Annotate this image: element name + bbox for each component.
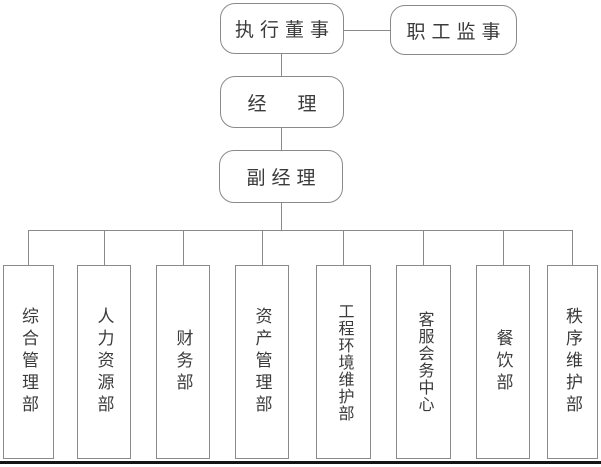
- node-manager: 经 理: [220, 76, 344, 128]
- connector-exec-to-manager: [281, 54, 282, 76]
- node-dept-general-management: 综合管理部: [3, 265, 54, 459]
- node-dept-asset-management: 资产管理部: [235, 265, 289, 459]
- connector-drop-dept-3: [183, 230, 184, 265]
- connector-manager-to-deputy: [281, 128, 282, 150]
- connector-drop-dept-2: [104, 230, 105, 265]
- node-dept-order-maintenance: 秩序维护部: [547, 265, 598, 459]
- connector-drop-dept-5: [343, 230, 344, 265]
- node-dept-customer-service-conference-center: 客服会务中心: [396, 265, 451, 459]
- node-dept-catering: 餐饮部: [476, 265, 530, 459]
- page-bottom-border: [0, 461, 601, 464]
- node-dept-human-resources: 人力资源部: [77, 265, 131, 459]
- connector-deputy-to-bus: [281, 203, 282, 230]
- node-dept-engineering-environment-maintenance: 工程环境维护部: [316, 265, 371, 459]
- node-deputy-manager: 副经理: [219, 150, 343, 203]
- connector-drop-dept-4: [262, 230, 263, 265]
- connector-bus-line: [28, 230, 573, 231]
- connector-drop-dept-6: [423, 230, 424, 265]
- connector-exec-to-supervisor: [344, 30, 390, 31]
- node-dept-finance: 财务部: [156, 265, 210, 459]
- connector-drop-dept-1: [28, 230, 29, 265]
- node-staff-supervisor: 职工监事: [390, 5, 517, 55]
- connector-drop-dept-8: [572, 230, 573, 265]
- connector-drop-dept-7: [503, 230, 504, 265]
- node-executive-director: 执行董事: [220, 3, 344, 54]
